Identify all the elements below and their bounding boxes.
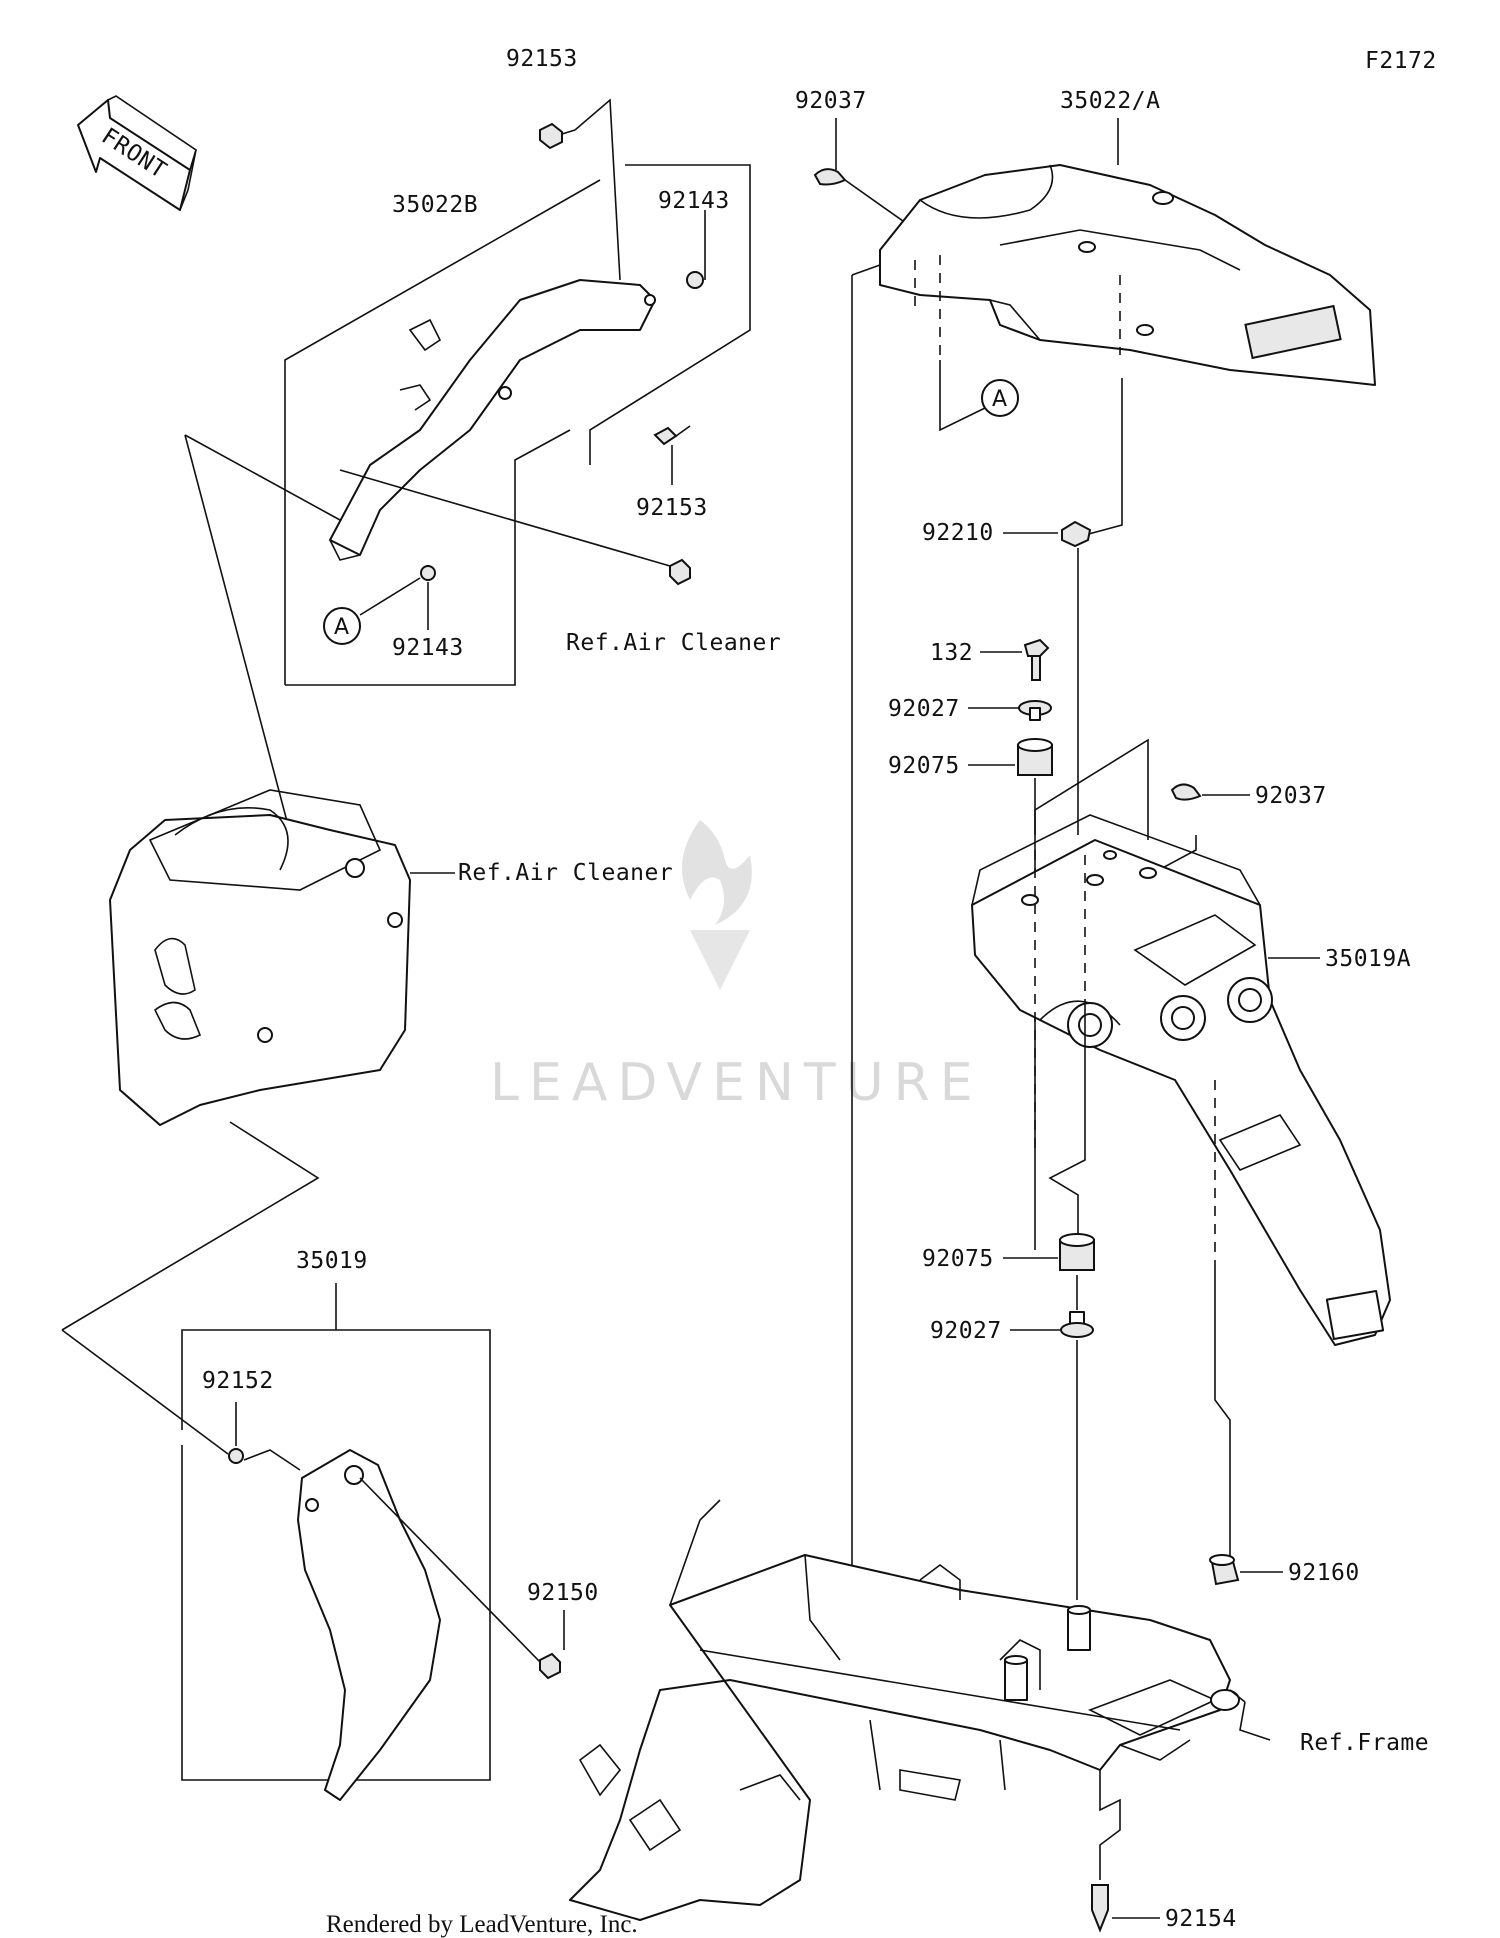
fastener-stack-top: 132 92027 92075 92037 [888, 638, 1327, 1250]
bolt-92154-group: 92154 [1091, 1884, 1237, 1933]
air-cleaner-housing [109, 814, 411, 1126]
bolt-132 [1023, 638, 1050, 681]
label-92210: 92210 [922, 520, 994, 546]
watermark-flame-icon [682, 820, 752, 925]
label-92143-bottom: 92143 [392, 635, 464, 661]
callout-a-left [323, 607, 361, 645]
label-ref-air-cleaner-1: Ref.Air Cleaner [566, 630, 781, 656]
label-35022B: 35022B [392, 192, 478, 218]
group-35022A: 92037 35022/A A 92210 [795, 88, 1376, 1600]
label-92037-right: 92037 [1255, 783, 1327, 809]
clip-92037-right [1170, 783, 1202, 801]
front-arrow: FRONT [77, 95, 197, 211]
label-132: 132 [930, 640, 973, 666]
bracket-35022B [329, 279, 656, 556]
nut-air-cleaner [669, 558, 691, 586]
label-35019: 35019 [296, 1248, 368, 1274]
fastener-stack-bottom: 92075 92027 92160 [922, 1233, 1360, 1600]
label-92143-top: 92143 [658, 188, 730, 214]
label-92075-top: 92075 [888, 753, 960, 779]
frame-body [569, 1554, 1231, 1921]
rear-fender-35019A: 35019A [971, 738, 1411, 1580]
bolt-92154 [1091, 1884, 1109, 1933]
figure-code: F2172 [1365, 48, 1437, 74]
washer-92143-top [686, 271, 704, 289]
label-35019A: 35019A [1325, 946, 1411, 972]
label-92150: 92150 [527, 1580, 599, 1606]
footer-credit: Rendered by LeadVenture, Inc. [326, 1911, 638, 1938]
watermark: LEADVENTURE [490, 820, 983, 1113]
clip-92037-top [813, 168, 847, 186]
label-92037-top: 92037 [795, 88, 867, 114]
label-92027-bottom: 92027 [930, 1318, 1002, 1344]
label-ref-frame: Ref.Frame [1300, 1730, 1429, 1756]
label-92153-mid: 92153 [636, 495, 708, 521]
bolt-92153-top [539, 122, 563, 150]
label-92153-top: 92153 [506, 46, 578, 72]
label-92154: 92154 [1165, 1906, 1237, 1932]
label-35022A: 35022/A [1060, 88, 1160, 114]
seat-cowl-35022A [879, 164, 1376, 386]
group-35022B: 92153 35022B 92143 92153 92143 A Ref.Air… [284, 46, 781, 686]
watermark-v-icon [690, 930, 750, 990]
bolt-92153-mid [653, 426, 678, 446]
callout-a-right-label: A [992, 387, 1007, 412]
collar-92027-bottom [1060, 1322, 1094, 1338]
label-92027-top: 92027 [888, 696, 960, 722]
frame-ref: Ref.Frame [569, 1499, 1429, 1921]
callout-a-right [981, 379, 1019, 417]
washer-92152 [228, 1448, 244, 1464]
callout-a-left-label: A [334, 615, 349, 640]
front-arrow-icon [77, 99, 191, 211]
label-92075-bottom: 92075 [922, 1246, 994, 1272]
group-35019: 35019 92152 92150 [61, 1248, 599, 1801]
bolt-92150 [539, 1652, 561, 1680]
air-cleaner-box: Ref.Air Cleaner [61, 434, 673, 1331]
label-92152: 92152 [202, 1368, 274, 1394]
guard-plate-35019 [297, 1449, 441, 1801]
label-92160: 92160 [1288, 1560, 1360, 1586]
watermark-text: LEADVENTURE [490, 1053, 983, 1113]
nut-92210 [1061, 520, 1092, 548]
kawasaki-logo-badge [1244, 304, 1342, 360]
label-ref-air-cleaner-2: Ref.Air Cleaner [458, 860, 673, 886]
washer-92143-bottom [420, 565, 436, 581]
